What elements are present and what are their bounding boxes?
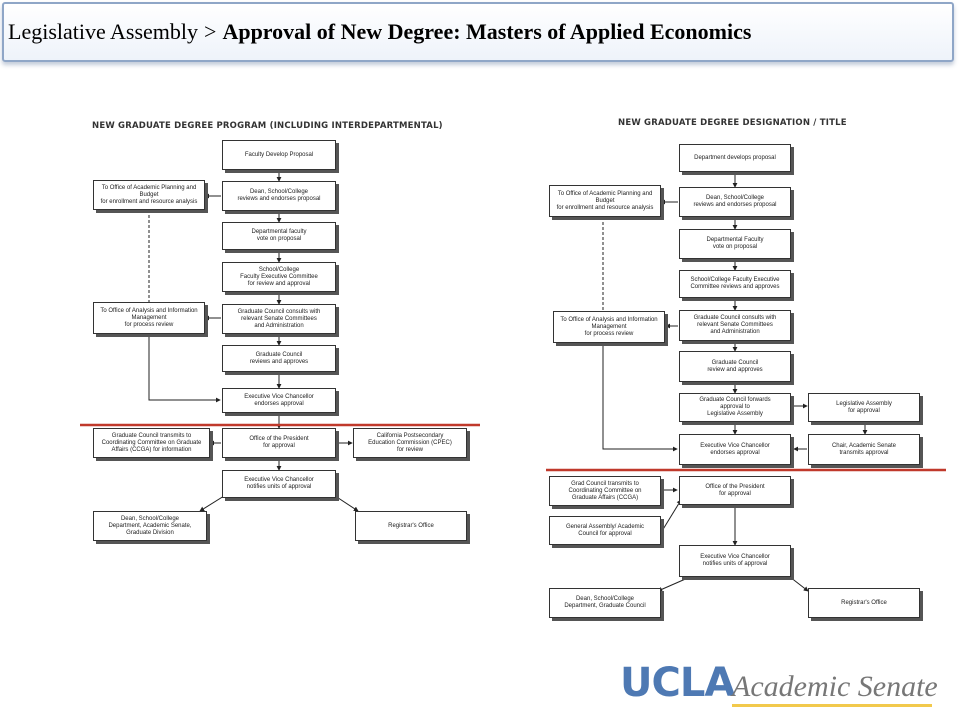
breadcrumb-text: Legislative Assembly [8, 19, 199, 44]
left-box-oapb: To Office of Academic Planning and Budge… [93, 180, 205, 210]
breadcrumb-separator: > [204, 19, 217, 44]
right-box-grad-review: Graduate Council review and approves [679, 351, 791, 382]
right-box-dept: Department develops proposal [679, 144, 791, 172]
left-box-cpec: California Postsecondary Education Commi… [353, 428, 467, 458]
right-box-legislative-assembly: Legislative Assembly for approval [808, 393, 920, 422]
right-box-school-exec: School/College Faculty Executive Committ… [679, 270, 791, 298]
right-box-ccga: Grad Council transmits to Coordinating C… [549, 476, 661, 506]
left-box-evc-endorse: Executive Vice Chancellor endorses appro… [222, 388, 336, 413]
left-box-dept-vote: Departmental faculty vote on proposal [222, 222, 336, 250]
left-box-president: Office of the President for approval [222, 428, 336, 458]
right-box-evc-endorse: Executive Vice Chancellor endorses appro… [679, 434, 791, 465]
left-box-dean-dept: Dean, School/College Department, Academi… [93, 511, 207, 541]
left-box-dean: Dean, School/College reviews and endorse… [222, 181, 336, 211]
right-box-grad-consult: Graduate Council consults with relevant … [679, 310, 791, 341]
right-box-dept-faculty: Departmental Faculty vote on proposal [679, 229, 791, 259]
logo-subtitle-text: Academic Senate [732, 670, 938, 703]
left-box-faculty: Faculty Develop Proposal [222, 140, 336, 170]
right-box-dean-dept: Dean, School/College Department, Graduat… [549, 588, 661, 618]
right-box-general-assembly: General Assembly/ Academic Council for a… [549, 516, 661, 545]
left-box-school-exec: School/College Faculty Executive Committ… [222, 262, 336, 292]
logo-brand-text: UCLA [620, 660, 735, 706]
page-title: Approval of New Degree: Masters of Appli… [222, 19, 752, 44]
left-box-grad-review: Graduate Council reviews and approves [222, 345, 336, 372]
right-box-evc-notify: Executive Vice Chancellor notifies units… [679, 545, 791, 577]
right-chart-title: NEW GRADUATE DEGREE DESIGNATION / TITLE [618, 118, 847, 128]
right-box-president: Office of the President for approval [679, 476, 791, 505]
slide-header: Legislative Assembly > Approval of New D… [2, 2, 954, 62]
right-box-grad-forward: Graduate Council forwards approval to Le… [679, 393, 791, 422]
left-box-grad-consult: Graduate Council consults with relevant … [222, 304, 336, 334]
logo-accent-rule [732, 704, 932, 707]
left-box-evc-notify: Executive Vice Chancellor notifies units… [222, 470, 336, 498]
right-box-dean: Dean, School/College reviews and endorse… [679, 187, 791, 217]
left-chart-title: NEW GRADUATE DEGREE PROGRAM (INCLUDING I… [92, 121, 443, 131]
left-box-oaim: To Office of Analysis and Information Ma… [93, 302, 205, 334]
left-box-registrar: Registrar's Office [355, 511, 467, 541]
left-box-ccga: Graduate Council transmits to Coordinati… [93, 428, 210, 458]
right-box-oapb: To Office of Academic Planning and Budge… [549, 185, 661, 217]
ucla-academic-senate-logo: UCLA Academic Senate [620, 660, 940, 712]
right-box-registrar: Registrar's Office [808, 588, 920, 618]
right-box-chair: Chair, Academic Senate transmits approva… [808, 434, 920, 465]
right-box-oaim: To Office of Analysis and Information Ma… [553, 311, 665, 343]
